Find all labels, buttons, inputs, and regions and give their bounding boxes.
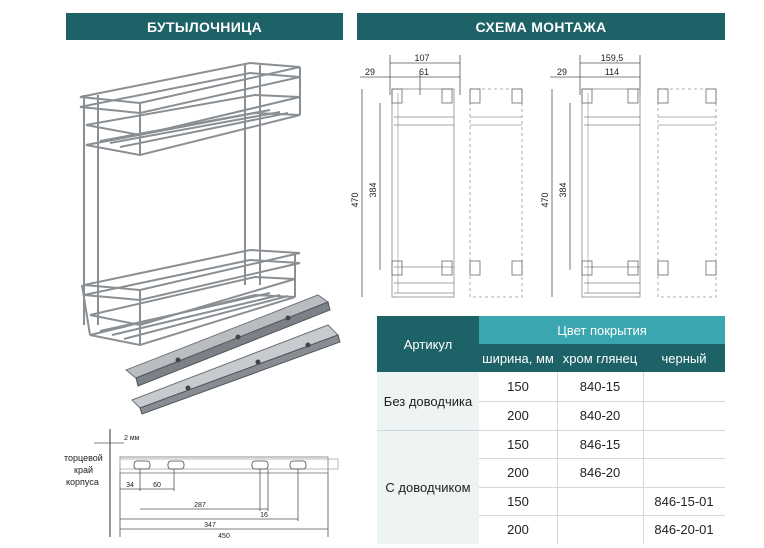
dim-384-right-label: 384 [558, 182, 568, 197]
table-divider [479, 401, 725, 402]
row5-chrome [557, 487, 643, 515]
row2-width: 200 [479, 401, 557, 430]
banner-mounting-scheme: СХЕМА МОНТАЖА [357, 13, 725, 40]
row3-width: 150 [479, 430, 557, 458]
edge-label-line3: корпуса [66, 477, 99, 487]
row4-black [643, 458, 725, 487]
header-black: черный [643, 344, 725, 372]
table-divider [377, 430, 725, 431]
dim-347-label: 347 [204, 522, 216, 529]
header-article: Артикул [377, 316, 479, 372]
dim-384-label: 384 [368, 182, 378, 197]
edge-label-line2: край [74, 465, 93, 475]
header-width: ширина, мм [479, 344, 557, 372]
table-divider [479, 487, 725, 488]
article-table: Артикул Цвет покрытия ширина, мм хром гл… [377, 316, 725, 544]
row2-chrome: 840-20 [557, 401, 643, 430]
row2-black [643, 401, 725, 430]
row3-chrome: 846-15 [557, 430, 643, 458]
banner-mounting-scheme-text: СХЕМА МОНТАЖА [475, 18, 607, 35]
dim-470-label: 470 [350, 192, 360, 207]
table-divider [479, 515, 725, 516]
row5-width: 150 [479, 487, 557, 515]
row5-black: 846-15-01 [643, 487, 725, 515]
edge-label-line1: торцевой [64, 453, 103, 463]
dim-29-right-label: 29 [557, 67, 567, 77]
row4-width: 200 [479, 458, 557, 487]
row6-chrome [557, 515, 643, 544]
dim-60-label: 60 [153, 482, 161, 489]
mounting-schema-left: 107 61 29 470 384 [350, 53, 523, 298]
row1-chrome: 840-15 [557, 372, 643, 401]
row6-width: 200 [479, 515, 557, 544]
dim-34-label: 34 [126, 482, 134, 489]
rail-mounting-drawing: 2 мм торцевой край корпуса 34 60 287 16 … [64, 429, 339, 540]
header-chrome: хром глянец [557, 344, 643, 372]
dim-450-label: 450 [218, 533, 230, 540]
dim-470-right-label: 470 [540, 192, 550, 207]
table-divider [479, 458, 725, 459]
row1-width: 150 [479, 372, 557, 401]
table-divider [643, 372, 644, 544]
bottle-holder-illustration [79, 61, 301, 347]
drawer-slides-illustration [125, 294, 341, 415]
group-without-closer: Без доводчика [377, 372, 479, 430]
gap-2mm-label: 2 мм [124, 435, 140, 442]
header-color: Цвет покрытия [479, 316, 725, 344]
banner-product-title-text: БУТЫЛОЧНИЦА [146, 18, 263, 35]
table-divider [557, 372, 558, 544]
dim-16-label: 16 [260, 512, 268, 519]
dim-114-label: 114 [605, 67, 619, 77]
row6-black: 846-20-01 [643, 515, 725, 544]
row3-black [643, 430, 725, 458]
dim-107-label: 107 [414, 53, 429, 63]
row1-black [643, 372, 725, 401]
banner-product-title: БУТЫЛОЧНИЦА [66, 13, 343, 40]
mounting-schema-right: 159,5 114 29 470 384 [540, 53, 717, 298]
row4-chrome: 846-20 [557, 458, 643, 487]
dim-159-5-label: 159,5 [601, 53, 624, 63]
dim-29-label: 29 [365, 67, 375, 77]
group-with-closer: С доводчиком [377, 430, 479, 544]
dim-61-label: 61 [419, 67, 429, 77]
dim-287-label: 287 [194, 502, 206, 509]
